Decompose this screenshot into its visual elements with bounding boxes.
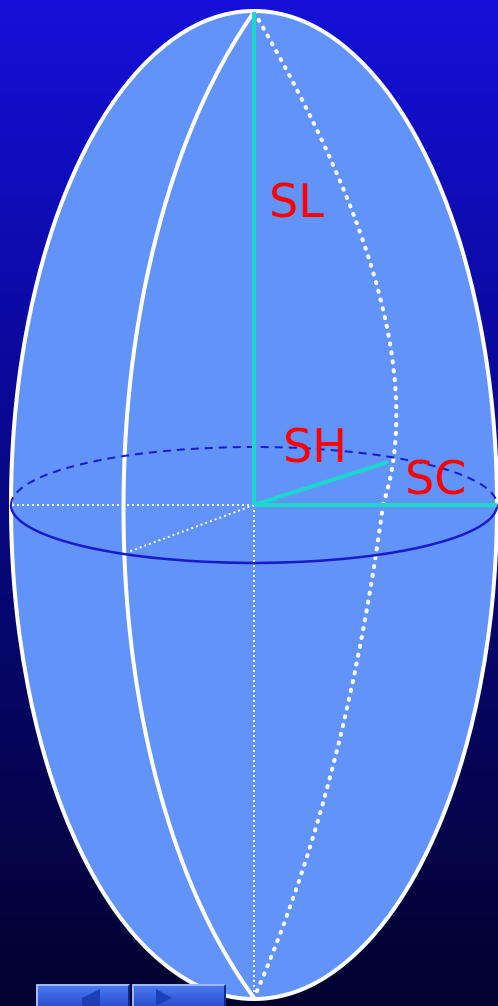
label-sl: SL — [269, 174, 324, 228]
right-triangle-icon — [156, 989, 172, 1006]
next-slide-button[interactable] — [132, 984, 226, 1006]
label-sc: SC — [405, 451, 466, 505]
equator-front — [9, 504, 498, 565]
label-sh: SH — [283, 419, 347, 473]
front-meridian — [121, 10, 256, 1000]
axis-sh — [253, 460, 389, 507]
left-triangle-icon — [82, 989, 100, 1006]
previous-slide-button[interactable] — [36, 984, 130, 1006]
